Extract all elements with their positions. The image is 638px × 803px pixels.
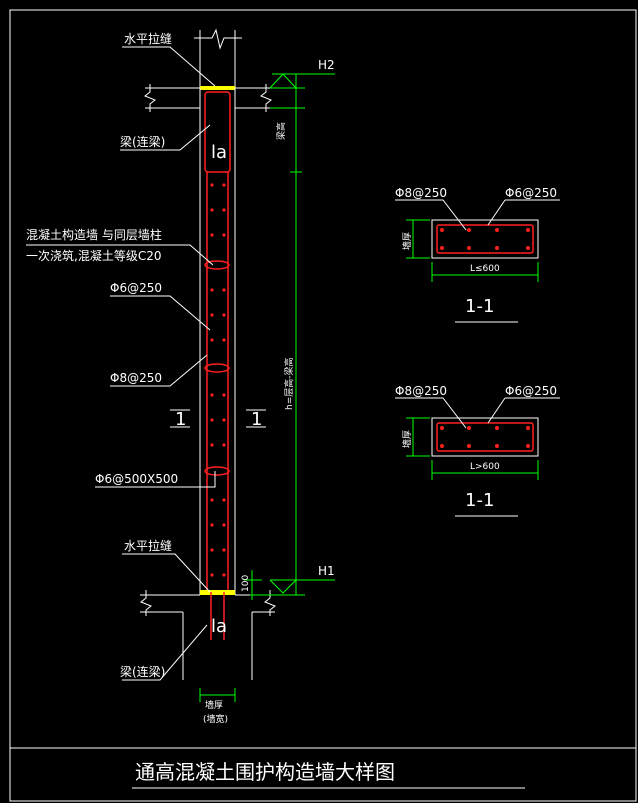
- section-mark-left: 1: [175, 409, 186, 430]
- leader-lines: [26, 46, 266, 681]
- beam-height-dim-label: 梁高: [275, 122, 287, 140]
- tie-hoop-2: [204, 363, 230, 373]
- section-2-side-label: 墙厚: [401, 430, 413, 448]
- dim-100-label: 100: [241, 575, 251, 592]
- section-1-leaders: [395, 199, 560, 231]
- section-1-stirrup: [436, 224, 534, 254]
- note-line-2: 一次浇筑,混凝土等级C20: [26, 248, 161, 263]
- section-1-width-label: L≤600: [470, 264, 500, 274]
- tie-label: Φ6@500X500: [95, 472, 178, 486]
- tie-hoop-1: [204, 260, 230, 270]
- section-detail-2: Φ8@250 Φ6@250 L>600 墙厚 1-1: [395, 384, 560, 517]
- section-1-right-bar-label: Φ6@250: [505, 186, 557, 200]
- section-1-title: 1-1: [465, 296, 494, 317]
- section-2-title: 1-1: [465, 490, 494, 511]
- section-2-leaders: [395, 397, 560, 429]
- drawing-title: 通高混凝土围护构造墙大样图: [135, 760, 395, 784]
- wall-elevation: la la 水平拉缝 梁(连梁) 混凝土构造墙 与同层墙柱 一次浇筑,混凝土等级…: [26, 28, 335, 725]
- section-1-outline: [431, 219, 539, 259]
- section-2-left-bar-label: Φ8@250: [395, 384, 447, 398]
- stirrup-label: Φ6@250: [110, 281, 162, 295]
- top-beam-break-left: [144, 84, 156, 112]
- upper-break-line: [194, 28, 242, 50]
- section-2-bars: [440, 426, 530, 448]
- section-1-dimensions: [406, 219, 539, 282]
- bottom-beam-break-left: [140, 590, 152, 616]
- section-2-dimensions: [406, 417, 539, 480]
- section-2-right-bar-label: Φ6@250: [505, 384, 557, 398]
- wall-thickness-label: 墙厚: [205, 699, 223, 711]
- section-1-left-bar-label: Φ8@250: [395, 186, 447, 200]
- longitudinal-bar-label: Φ8@250: [110, 371, 162, 385]
- horizontal-tie-top-label: 水平拉缝: [124, 31, 172, 46]
- la-bottom-label: la: [211, 616, 227, 637]
- drawing-frame: [9, 9, 637, 802]
- section-2-stirrup: [436, 422, 534, 452]
- top-joint-hatch: [200, 86, 235, 90]
- section-detail-1: Φ8@250 Φ6@250 L≤600 墙厚 1-1: [395, 186, 560, 323]
- bottom-joint-hatch: [200, 590, 235, 595]
- rebar-dots: [210, 183, 226, 577]
- section-1-bars: [440, 228, 530, 250]
- height-dim-label: h=层高-梁高: [283, 358, 295, 411]
- section-1-side-label: 墙厚: [401, 232, 413, 250]
- wall-thickness-sub-label: (墙宽): [203, 713, 228, 725]
- dimension-lines: [199, 73, 335, 702]
- note-line-1: 混凝土构造墙 与同层墙柱: [26, 227, 162, 242]
- top-beam-break-right: [260, 84, 272, 112]
- bottom-beam-break-right: [264, 590, 276, 616]
- level-h1: H1: [318, 564, 335, 578]
- horizontal-tie-bottom-label: 水平拉缝: [124, 538, 172, 553]
- beam-top-label: 梁(连梁): [120, 134, 165, 149]
- section-2-outline: [431, 417, 539, 457]
- la-top-label: la: [211, 142, 227, 163]
- section-mark-right: 1: [251, 409, 262, 430]
- level-h2: H2: [318, 58, 335, 72]
- beam-bottom-label: 梁(连梁): [120, 664, 165, 679]
- section-2-width-label: L>600: [470, 462, 500, 472]
- rebar-cage: [204, 91, 231, 640]
- top-anchor-loop: [204, 91, 231, 173]
- tie-hoop-3: [204, 466, 230, 476]
